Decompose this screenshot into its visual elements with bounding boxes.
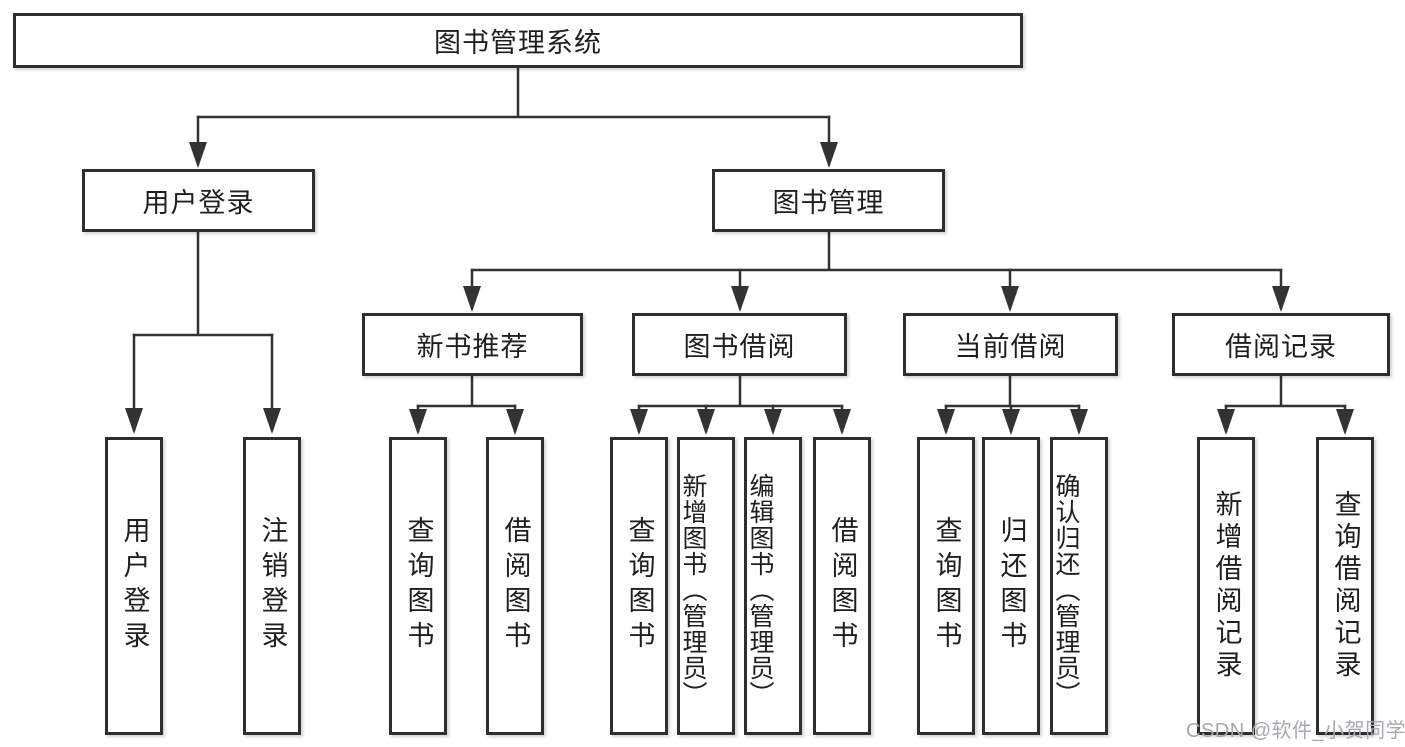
leaf-label: 借阅图书 bbox=[827, 516, 858, 656]
node-label: 图书借阅 bbox=[683, 332, 796, 362]
node-new-book-recommendation: 新书推荐 bbox=[362, 313, 583, 376]
node-label: 新书推荐 bbox=[416, 332, 529, 362]
connector-borrowing-records bbox=[1224, 374, 1347, 408]
connector-new-book-recommendation bbox=[416, 374, 517, 408]
node-book-borrowing: 图书借阅 bbox=[632, 313, 847, 376]
leaf-return-books: 归还图书 bbox=[982, 437, 1040, 735]
connector-book-management bbox=[470, 230, 1283, 272]
leaf-label: 用户登录 bbox=[119, 516, 150, 656]
node-user-login: 用户登录 bbox=[82, 169, 315, 232]
leaf-label: 查询图书 bbox=[931, 516, 962, 656]
connector-current-borrowing bbox=[944, 374, 1081, 408]
node-label: 图书管理系统 bbox=[434, 28, 602, 58]
leaf-label: 查询图书 bbox=[403, 516, 434, 656]
node-book-management: 图书管理 bbox=[712, 169, 945, 232]
csdn-watermark: CSDN @软件_小贺同学 bbox=[1186, 720, 1405, 742]
leaf-label: 注销登录 bbox=[257, 516, 288, 656]
leaf-logout: 注销登录 bbox=[243, 437, 301, 735]
node-label: 用户登录 bbox=[142, 188, 255, 218]
leaf-label: 新增借阅记录 bbox=[1211, 490, 1242, 682]
leaf-label: 借阅图书 bbox=[500, 516, 531, 656]
leaf-borrow-books: 借阅图书 bbox=[486, 437, 544, 735]
leaf-edit-books-admin: 编辑图书（管理员） bbox=[744, 437, 802, 735]
leaf-query-books: 查询图书 bbox=[917, 437, 975, 735]
leaf-label: 归还图书 bbox=[996, 516, 1027, 656]
connector-root bbox=[196, 66, 831, 119]
leaf-add-borrow-record: 新增借阅记录 bbox=[1197, 437, 1255, 735]
node-borrowing-records: 借阅记录 bbox=[1172, 313, 1390, 376]
leaf-user-login: 用户登录 bbox=[105, 437, 163, 735]
leaf-borrow-books: 借阅图书 bbox=[813, 437, 871, 735]
leaf-query-borrow-record: 查询借阅记录 bbox=[1316, 437, 1374, 735]
node-label: 图书管理 bbox=[772, 188, 885, 218]
node-label: 当前借阅 bbox=[954, 332, 1067, 362]
node-current-borrowing: 当前借阅 bbox=[903, 313, 1118, 376]
connector-book-borrowing bbox=[637, 374, 844, 408]
leaf-query-books: 查询图书 bbox=[610, 437, 668, 735]
leaf-query-books: 查询图书 bbox=[389, 437, 447, 735]
leaf-label: 新增图书（管理员） bbox=[679, 473, 707, 707]
leaf-label: 确认归还（管理员） bbox=[1052, 473, 1080, 707]
node-label: 借阅记录 bbox=[1225, 332, 1337, 362]
connector-user-login bbox=[132, 230, 274, 337]
leaf-label: 查询借阅记录 bbox=[1330, 490, 1361, 682]
leaf-add-books-admin: 新增图书（管理员） bbox=[677, 437, 735, 735]
node-library-management-system: 图书管理系统 bbox=[13, 13, 1023, 68]
leaf-label: 编辑图书（管理员） bbox=[746, 473, 774, 707]
leaf-confirm-return-admin: 确认归还（管理员） bbox=[1050, 437, 1108, 735]
leaf-label: 查询图书 bbox=[624, 516, 655, 656]
